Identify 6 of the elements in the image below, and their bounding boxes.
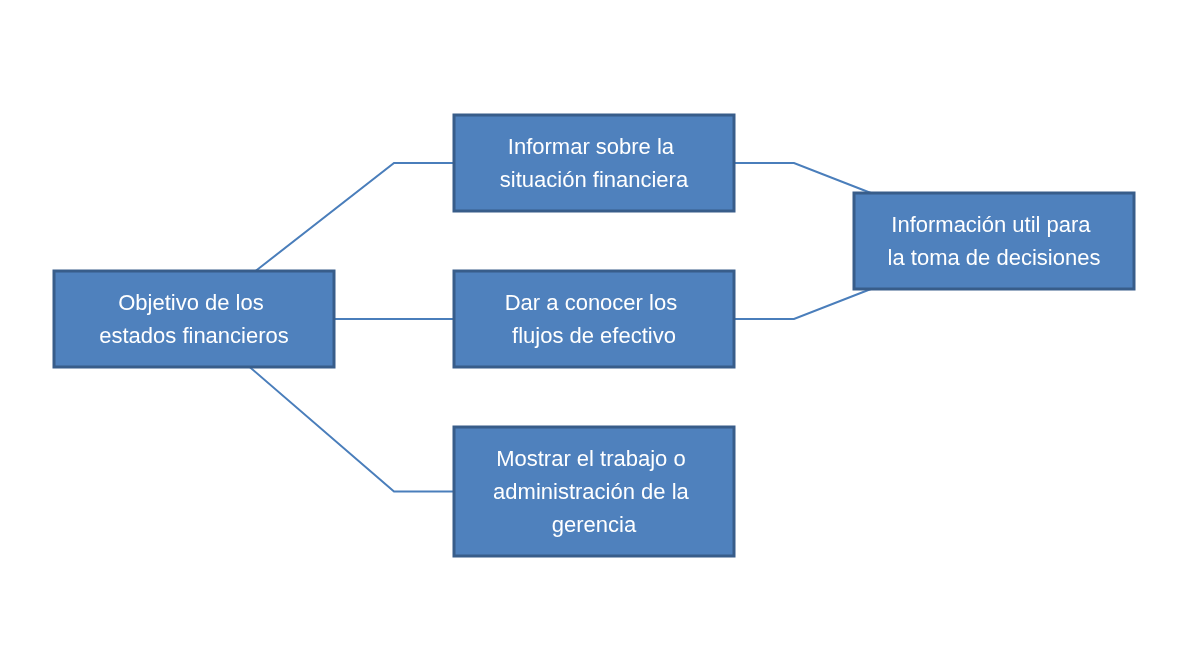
node-box: Dar a conocer los flujos de efectivo [452,269,736,369]
node-box: Informar sobre la situación financiera [452,113,736,213]
connector [254,162,455,272]
node-box: Información util para la toma de decisiones [852,191,1136,291]
node-box: Mostrar el trabajo o administración de la gerencia [452,425,736,558]
node-box: Objetivo de los estados financieros [52,269,336,369]
